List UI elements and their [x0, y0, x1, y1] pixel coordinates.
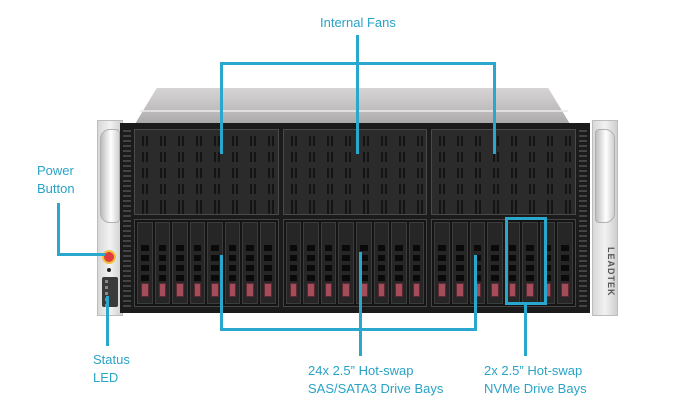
drive-bay[interactable]: [522, 222, 538, 304]
brand-logo: LEADTEK: [606, 247, 616, 297]
label-status-led-line1: Status: [93, 352, 130, 367]
power-callout-horizontal: [57, 253, 105, 256]
drive-bay[interactable]: [451, 222, 468, 304]
fan-row: [134, 129, 577, 215]
drive-latch[interactable]: [246, 283, 255, 297]
drive-bay[interactable]: [408, 222, 425, 304]
drive-latch[interactable]: [193, 283, 202, 297]
fans-callout-left: [220, 62, 223, 154]
drive-latch[interactable]: [211, 283, 219, 297]
drive-latch[interactable]: [264, 283, 272, 297]
drive-latch[interactable]: [455, 283, 464, 297]
drive-latch[interactable]: [158, 283, 167, 297]
label-sas-bays-line1: 24x 2.5” Hot-swap: [308, 363, 414, 378]
lid-highlight: [140, 110, 568, 112]
label-power-button-line2: Button: [37, 181, 75, 196]
drive-bay[interactable]: [539, 222, 556, 304]
drive-latch[interactable]: [377, 283, 386, 297]
fans-callout-right: [493, 62, 496, 154]
label-power-button-line1: Power: [37, 163, 74, 178]
drive-bay[interactable]: [469, 222, 486, 304]
drive-bay[interactable]: [487, 222, 503, 304]
drive-bay[interactable]: [434, 222, 450, 304]
nvme-highlight-box: [505, 217, 547, 305]
led-indicator: [105, 286, 108, 289]
drive-latch[interactable]: [508, 283, 517, 297]
drive-latch[interactable]: [176, 283, 184, 297]
left-rack-ear: [97, 120, 123, 316]
drive-bay[interactable]: [172, 222, 188, 304]
drive-latch[interactable]: [526, 283, 534, 297]
drive-latch[interactable]: [491, 283, 499, 297]
fan-module: [282, 129, 428, 215]
status-led-panel: [102, 277, 118, 307]
drive-latch[interactable]: [141, 283, 149, 297]
sas-callout-bar: [220, 328, 477, 331]
right-handle: [595, 129, 615, 223]
drive-bay[interactable]: [224, 222, 241, 304]
drive-bay[interactable]: [260, 222, 276, 304]
label-internal-fans: Internal Fans: [320, 15, 396, 30]
drive-bay[interactable]: [557, 222, 573, 304]
fan-module: [431, 129, 577, 215]
drive-latch[interactable]: [438, 283, 446, 297]
fans-callout-mid: [356, 62, 359, 154]
drive-bay[interactable]: [391, 222, 407, 304]
fan-module: [134, 129, 279, 215]
left-handle: [100, 129, 120, 223]
drive-bay-row: [134, 219, 577, 307]
drive-group: [431, 219, 577, 307]
drive-latch[interactable]: [395, 283, 403, 297]
label-sas-bays-line2: SAS/SATA3 Drive Bays: [308, 381, 444, 396]
right-vent: [579, 127, 587, 309]
drive-latch[interactable]: [228, 283, 237, 297]
power-button[interactable]: [104, 252, 114, 262]
sas-callout-stem: [359, 328, 362, 356]
right-rack-ear: LEADTEK: [592, 120, 618, 316]
drive-bay[interactable]: [189, 222, 206, 304]
left-vent: [123, 127, 131, 309]
drive-latch[interactable]: [561, 283, 569, 297]
drive-bay[interactable]: [154, 222, 171, 304]
drive-latch[interactable]: [412, 283, 421, 297]
power-callout-vertical: [57, 203, 60, 256]
drive-bay[interactable]: [320, 222, 337, 304]
sas-callout-left: [220, 255, 223, 330]
drive-bay[interactable]: [137, 222, 153, 304]
reset-dot: [107, 268, 111, 272]
nvme-callout-stem: [524, 302, 527, 356]
drive-bay[interactable]: [242, 222, 259, 304]
label-nvme-bays-line1: 2x 2.5” Hot-swap: [484, 363, 583, 378]
label-nvme-bays-line2: NVMe Drive Bays: [484, 381, 587, 396]
drive-group: [282, 219, 428, 307]
drive-latch[interactable]: [473, 283, 482, 297]
drive-bay[interactable]: [338, 222, 354, 304]
chassis-top-lid: [135, 88, 570, 124]
sas-callout-right: [474, 255, 477, 330]
drive-group: [134, 219, 279, 307]
drive-latch[interactable]: [324, 283, 333, 297]
led-callout-line: [106, 296, 109, 346]
fans-callout-stem: [356, 35, 359, 63]
drive-latch[interactable]: [307, 283, 315, 297]
led-indicator: [105, 280, 108, 283]
drive-bay[interactable]: [285, 222, 302, 304]
drive-bay[interactable]: [373, 222, 390, 304]
sas-callout-inner: [359, 252, 362, 328]
drive-latch[interactable]: [289, 283, 298, 297]
drive-bay[interactable]: [303, 222, 319, 304]
drive-latch[interactable]: [342, 283, 350, 297]
label-status-led-line2: LED: [93, 370, 119, 385]
led-indicator: [105, 292, 108, 295]
